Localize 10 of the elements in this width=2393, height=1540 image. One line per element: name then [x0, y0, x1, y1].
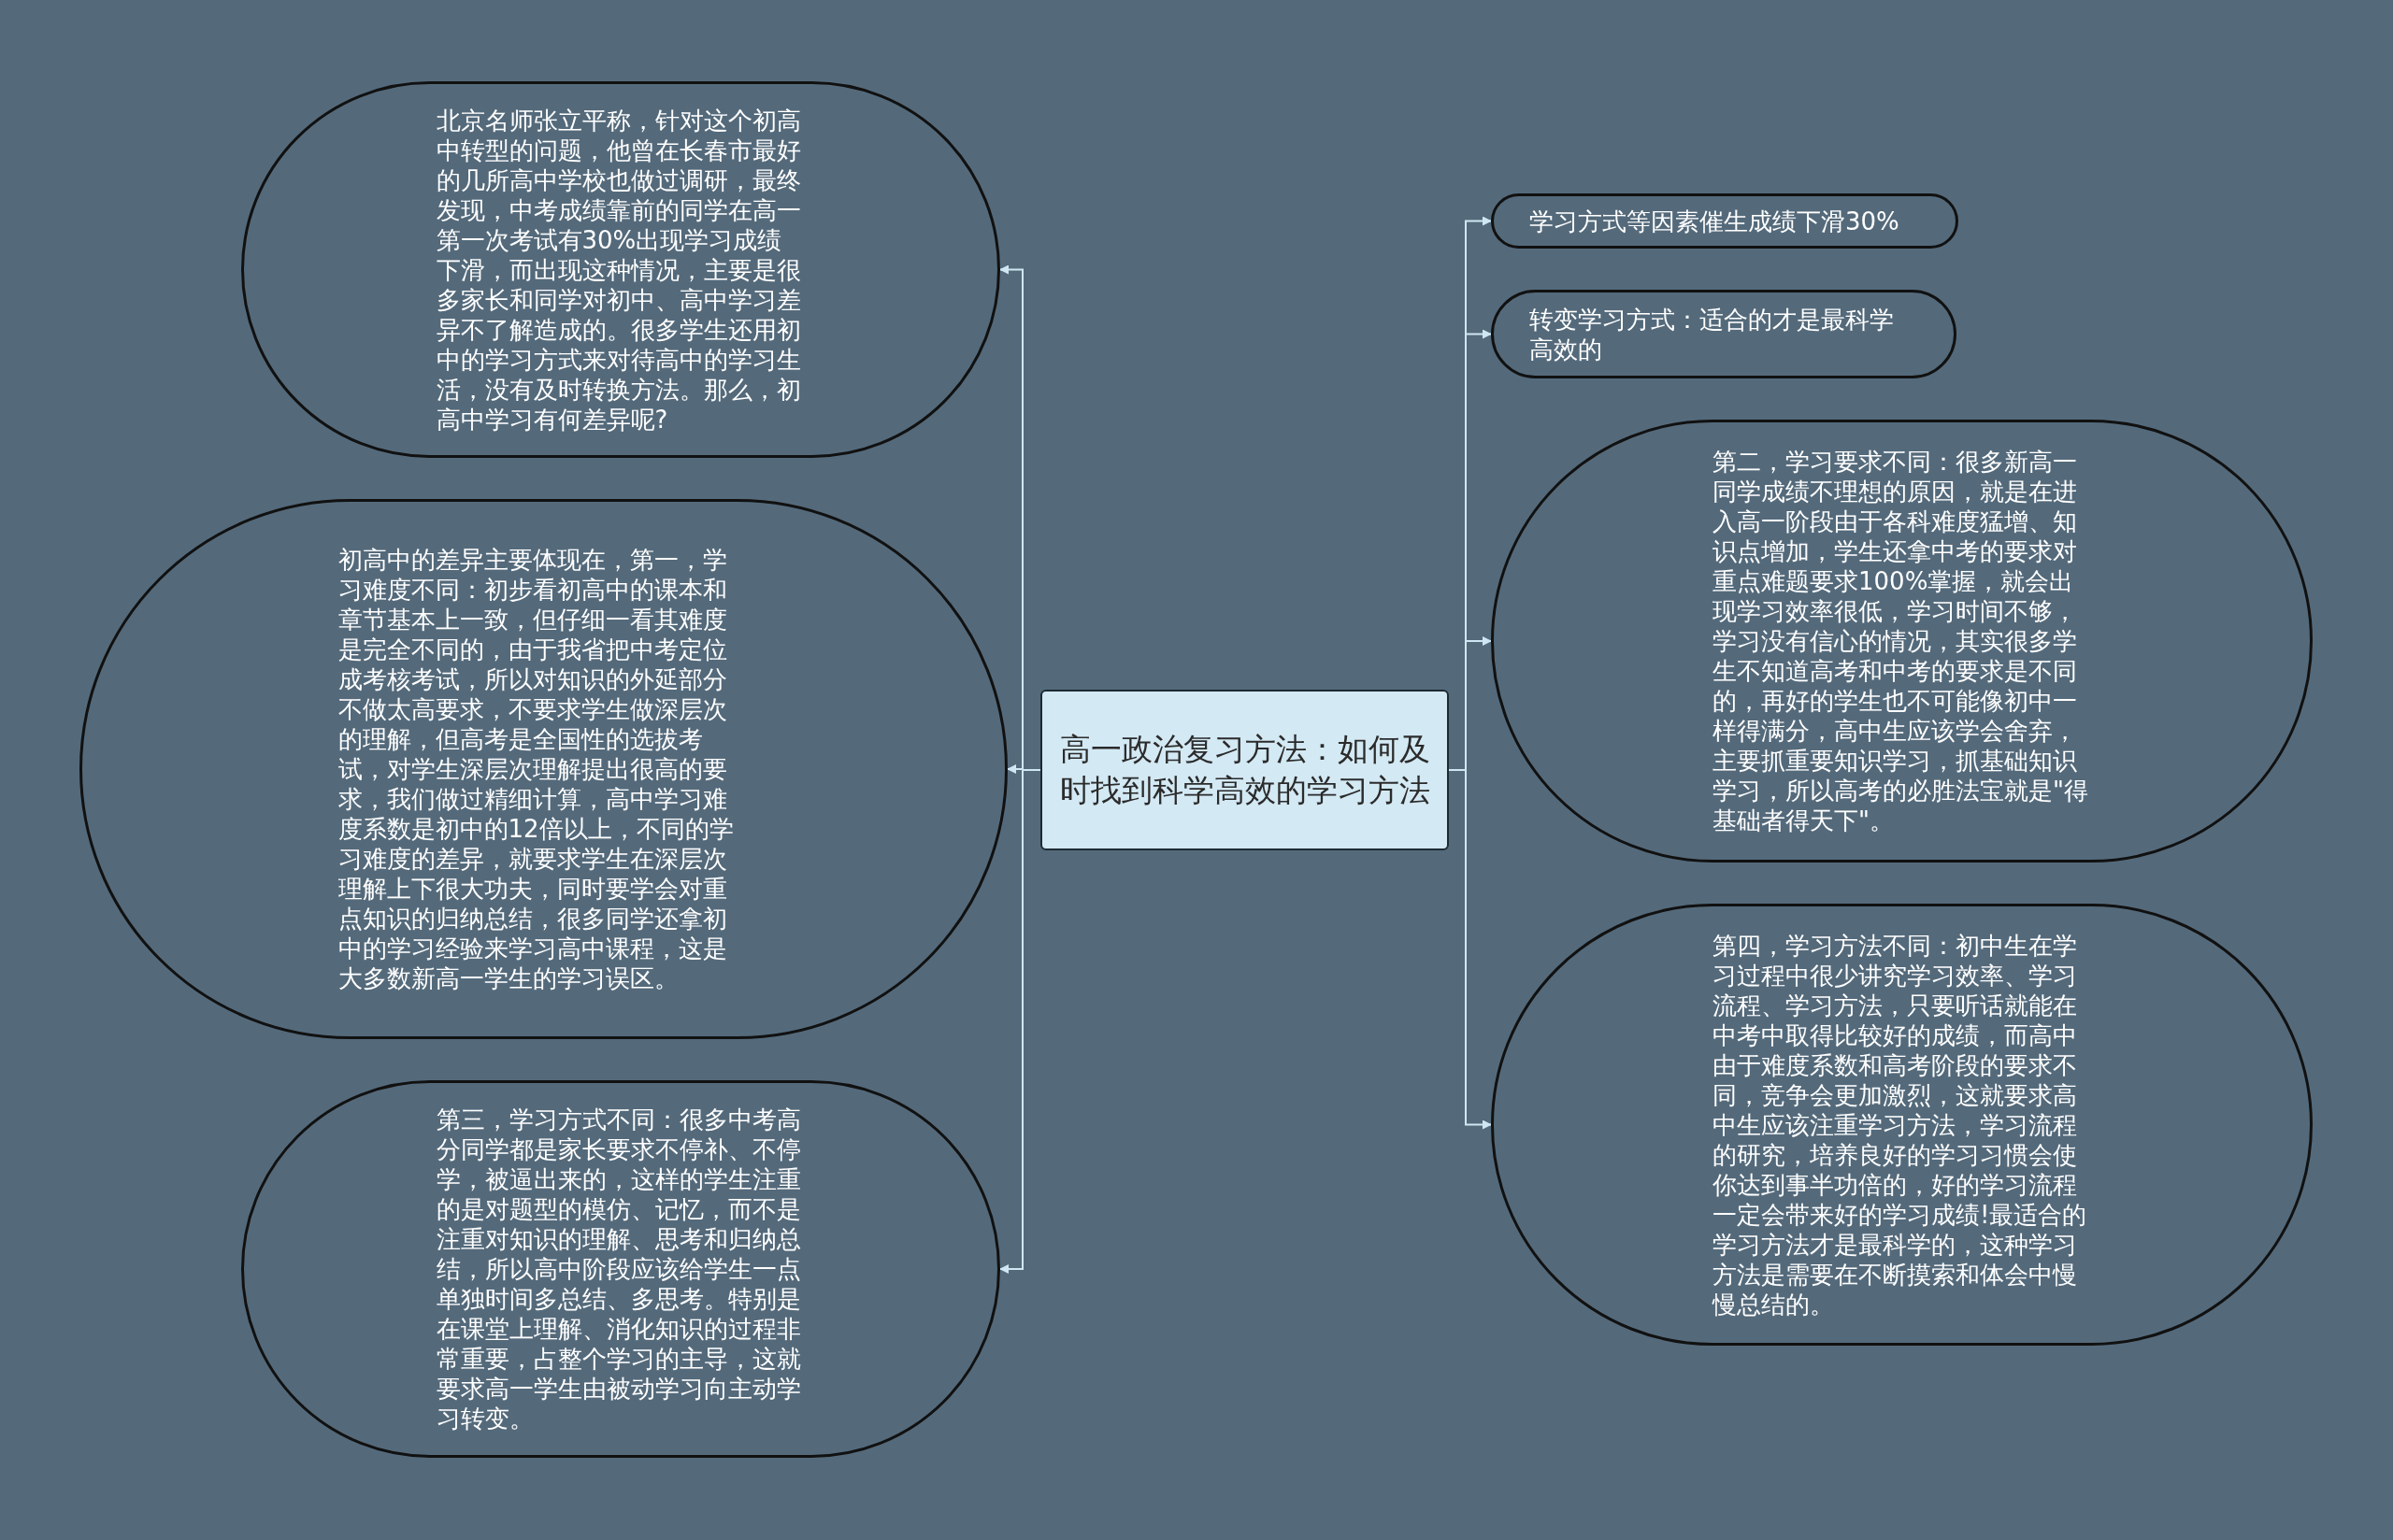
topic-text: 转变学习方式：适合的才是最科学高效的 [1529, 304, 1895, 364]
topic-text: 高一政治复习方法：如何及时找到科学高效的学习方法 [1058, 730, 1431, 810]
topic-text: 第四，学习方法不同：初中生在学习过程中很少讲究学习效率、学习流程、学习方法，只要听话就能在中考中取得比较好的成绩，而高中由于难度系数和高考阶段的要求不同，竞争会更加激烈，这就要求高中生应该注重学习方法，学习流程的研究，培养良好的学习习惯会使你达到事半功倍的，好的学习流程一定会带来好的学习成绩!最适合的学习方法才是最科学的，这种学习方法是需要在不断摸索和体会中慢慢总结的。 [1712, 930, 2088, 1319]
topic-pill [1491, 193, 1958, 249]
topic-text: 初高中的差异主要体现在，第一，学习难度不同：初步看初高中的课本和章节基本上一致，但仔细一看其难度是完全不同的，由于我省把中考定位成考核考试，所以对知识的外延部分不做太高要求，不要求学生做深层次的理解，但高考是全国性的选拔考试，对学生深层次理解提出很高的要求，我们做过精细计算，高中学习难度系数是初中的12倍以上，不同的学习难度的差异，就要求学生在深层次理解上下很大功夫，同时要学会对重点知识的归纳总结，很多同学还拿初中的学习经验来学习高中课程，这是大多数新高一学生的学习误区。 [337, 545, 735, 993]
topic-text: 第二，学习要求不同：很多新高一同学成绩不理想的原因，就是在进入高一阶段由于各科难度猛增、知识点增加，学生还拿中考的要求对重点难题要求100%掌握，就会出现学习效率很低，学习时间不够，学习没有信心的情况，其实很多学生不知道高考和中考的要求是不同的，再好的学生也不可能像初中一样得满分，高中生应该学会舍弃，主要抓重要知识学习，抓基础知识学习，所以高考的必胜法宝就是"得基础者得天下"。 [1712, 447, 2089, 835]
central-topic-box [1040, 690, 1449, 850]
topic-text: 北京名师张立平称，针对这个初高中转型的问题，他曾在长春市最好的几所高中学校也做过调研，最终发现，中考成绩靠前的同学在高一第一次考试有30%出现学习成绩下滑，而出现这种情况，主要是很多家长和同学对初中、高中学习差异不了解造成的。很多学生还用初中的学习方式来对待高中的学习生活，没有及时转换方法。那么，初高中学习有何差异呢? [436, 105, 802, 435]
topic-text: 第三，学习方式不同：很多中考高分同学都是家长要求不停补、不停学，被逼出来的，这样的学生注重的是对题型的模仿、记忆，而不是注重对知识的理解、思考和归纳总结，所以高中阶段应该给学生一点单独时间多总结、多思考。特别是在课堂上理解、消化知识的过程非常重要，占整个学习的主导，这就要求高一学生由被动学习向主动学习转变。 [436, 1105, 802, 1433]
topic-text: 学习方式等因素催生成绩下滑30% [1529, 206, 1900, 236]
